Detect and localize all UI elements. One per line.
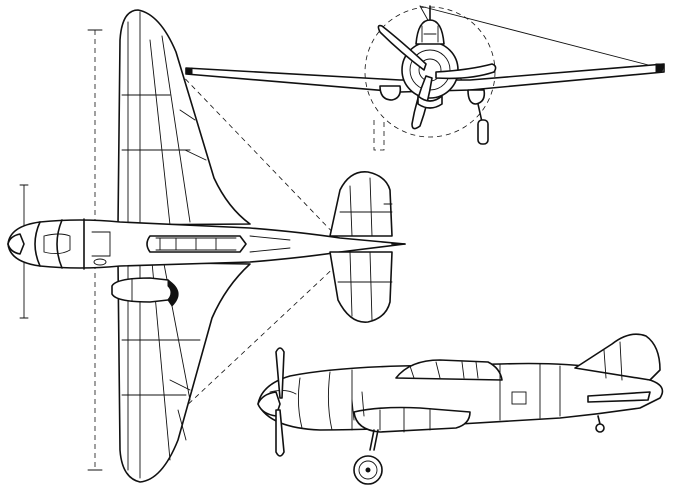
side-view-canopy bbox=[395, 359, 503, 381]
front-view-wheel bbox=[477, 119, 489, 145]
side-view-spinner bbox=[257, 391, 281, 417]
front-view bbox=[185, 5, 665, 151]
top-view-upper-wing bbox=[117, 9, 251, 226]
front-view-gear-left bbox=[379, 85, 402, 101]
front-view-prop-disc bbox=[364, 6, 496, 138]
side-view-propeller bbox=[275, 347, 285, 399]
top-view-cowl bbox=[34, 218, 85, 270]
side-view-fin bbox=[574, 333, 661, 381]
top-view-drop-tank bbox=[111, 277, 174, 303]
top-view bbox=[7, 9, 406, 483]
side-view bbox=[257, 333, 664, 485]
front-view-prop-blade-right bbox=[435, 63, 497, 80]
front-view-prop-blade-upper bbox=[377, 24, 427, 71]
top-view-tailplane-upper bbox=[329, 171, 393, 237]
top-view-lower-wing bbox=[117, 261, 251, 483]
top-view-cockpit bbox=[146, 235, 247, 253]
side-view-tail-wheel bbox=[595, 423, 605, 433]
top-view-tank-tail bbox=[167, 279, 179, 307]
top-view-spinner bbox=[7, 233, 25, 255]
side-view-wing-root bbox=[353, 406, 471, 433]
side-view-main-gear bbox=[369, 429, 379, 451]
front-view-canopy bbox=[415, 19, 445, 45]
top-view-tailplane-lower bbox=[329, 251, 393, 323]
